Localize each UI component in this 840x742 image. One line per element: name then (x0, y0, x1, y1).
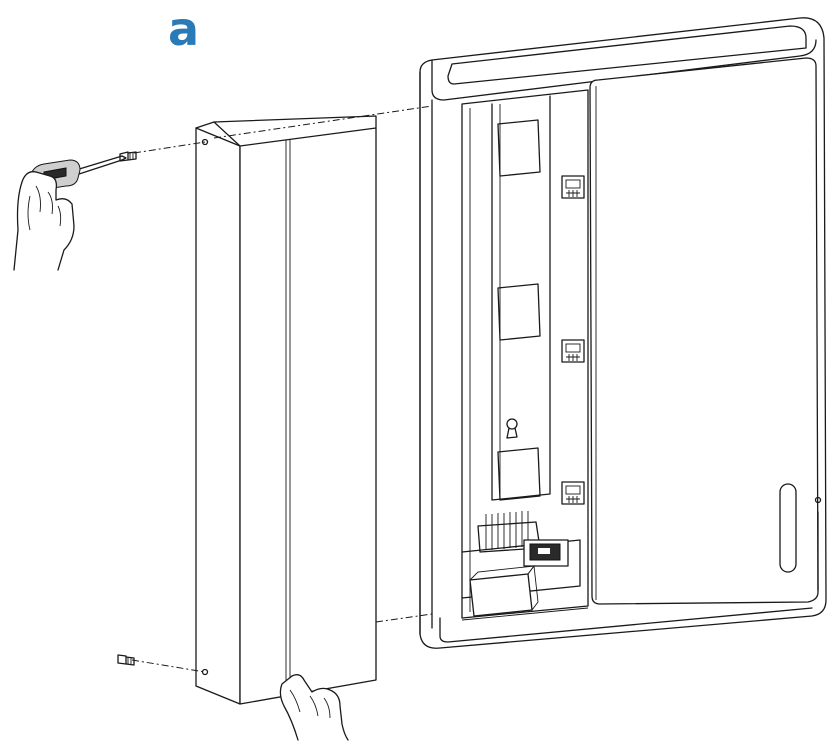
terminal-block-top (561, 175, 585, 199)
transformer (469, 564, 539, 617)
alignment-lines (131, 105, 433, 673)
step-label: a (168, 2, 200, 56)
keyhole (506, 418, 518, 439)
hand-icon (279, 674, 349, 741)
connector (523, 539, 569, 567)
door-handle (779, 483, 797, 573)
terminal-block-middle (561, 339, 585, 363)
screw-icon (117, 654, 135, 666)
enclosure (419, 17, 827, 649)
terminal-block-bottom (561, 481, 585, 505)
cover-panel (195, 115, 377, 705)
hand-icon (13, 171, 75, 271)
